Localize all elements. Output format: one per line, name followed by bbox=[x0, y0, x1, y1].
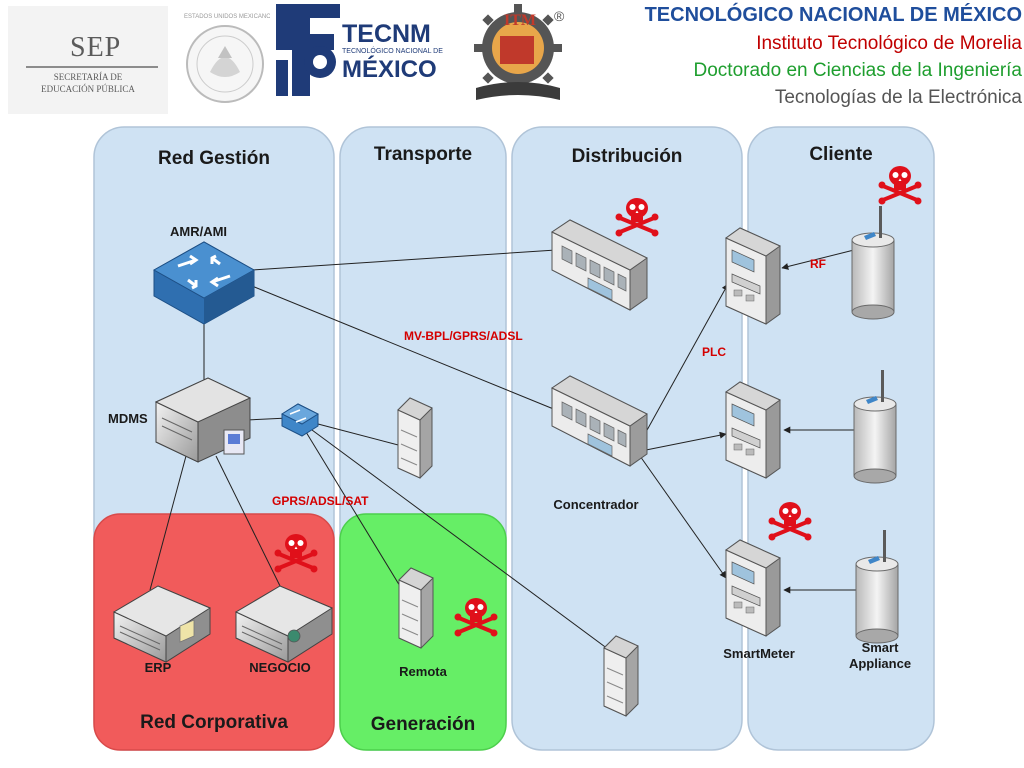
link-label-plc: PLC bbox=[702, 345, 726, 359]
tecnm-emblem-icon bbox=[276, 4, 340, 96]
tecnm-logo-country: MÉXICO bbox=[342, 56, 437, 83]
transport-remote-unit bbox=[397, 397, 433, 479]
switch-small-arrows-icon bbox=[289, 409, 307, 423]
sep-logo-title: SEP bbox=[70, 32, 122, 63]
sep-logo-rule bbox=[26, 66, 158, 68]
distribution-remote-unit bbox=[603, 635, 639, 717]
institution-name: TECNOLÓGICO NACIONAL DE MÉXICO bbox=[644, 4, 1022, 26]
link-switch-distribution-remote bbox=[311, 429, 613, 653]
label-remota: Remota bbox=[399, 664, 447, 679]
label-concentrador: Concentrador bbox=[553, 497, 638, 512]
header-banner: SEP SECRETARÍA DE EDUCACIÓN PÚBLICA ESTA… bbox=[0, 0, 1024, 118]
label-negocio: NEGOCIO bbox=[249, 660, 310, 675]
remota-unit bbox=[398, 567, 434, 649]
erp-server bbox=[113, 585, 211, 663]
lane-title-red-corporativa: Red Corporativa bbox=[140, 712, 288, 733]
seal-icon bbox=[186, 25, 264, 103]
itm-mark: ITM bbox=[504, 12, 536, 29]
lane-title-cliente: Cliente bbox=[809, 144, 872, 165]
mdms-server bbox=[154, 377, 252, 463]
program-name: Doctorado en Ciencias de la Ingeniería bbox=[693, 60, 1022, 81]
connection-lines bbox=[149, 249, 856, 653]
link-switch-remote-transport bbox=[317, 423, 403, 447]
meter-middle bbox=[725, 381, 781, 479]
label-smart-appliance-line2: Appliance bbox=[849, 656, 911, 671]
meter-top bbox=[725, 227, 781, 325]
link-amr-concentrator-main bbox=[251, 285, 557, 411]
seal-ring-text: ESTADOS UNIDOS MEXICANOS bbox=[184, 14, 275, 20]
link-mdms-erp bbox=[149, 455, 187, 591]
itm-registered-mark: ® bbox=[554, 8, 565, 24]
institute-name: Instituto Tecnológico de Morelia bbox=[756, 33, 1022, 54]
mexico-seal-logo: ESTADOS UNIDOS MEXICANOS bbox=[180, 12, 275, 108]
lane-title-generacion: Generación bbox=[371, 714, 476, 735]
link-concentrator-meter-top bbox=[645, 283, 729, 433]
tecnm-logo-small: TECNOLÓGICO NACIONAL DE bbox=[342, 48, 443, 55]
link-label-gprs: GPRS/ADSL/SAT bbox=[272, 494, 369, 508]
itm-logo: ITM bbox=[468, 2, 572, 110]
switch-arrows-icon bbox=[177, 254, 231, 290]
sep-logo-subtitle-1: SECRETARÍA DE bbox=[53, 72, 123, 82]
link-amr-concentrator-top bbox=[251, 249, 557, 271]
area-name: Tecnologías de la Electrónica bbox=[774, 87, 1022, 108]
label-amr-ami: AMR/AMI bbox=[170, 224, 227, 239]
label-erp: ERP bbox=[145, 660, 172, 675]
tecnm-logo: TECNM TECNOLÓGICO NACIONAL DE MÉXICO bbox=[270, 0, 456, 100]
lane-title-red-gestion: Red Gestión bbox=[158, 148, 270, 169]
link-label-rf: RF bbox=[810, 257, 826, 271]
link-appliance-meter-top bbox=[781, 249, 855, 270]
amr-ami-switch bbox=[152, 241, 256, 325]
tecnm-logo-big: TECNM bbox=[342, 20, 431, 48]
sep-logo: SEP SECRETARÍA DE EDUCACIÓN PÚBLICA bbox=[8, 6, 168, 114]
lane-title-distribucion: Distribución bbox=[572, 146, 683, 167]
link-label-mv-bpl: MV-BPL/GPRS/ADSL bbox=[404, 329, 523, 343]
itm-gear-icon bbox=[474, 4, 562, 100]
label-mdms: MDMS bbox=[108, 411, 148, 426]
lane-title-transporte: Transporte bbox=[374, 144, 472, 165]
label-smart-appliance-line1: Smart bbox=[862, 640, 900, 655]
sep-logo-subtitle-2: EDUCACIÓN PÚBLICA bbox=[41, 84, 135, 94]
link-concentrator-meter-mid bbox=[645, 431, 727, 451]
link-concentrator-meter-bottom bbox=[639, 455, 727, 579]
label-smartmeter: SmartMeter bbox=[723, 646, 795, 661]
link-mdms-negocio bbox=[215, 455, 283, 591]
link-switch-remota bbox=[305, 431, 407, 597]
negocio-server bbox=[235, 585, 333, 663]
meter-bottom bbox=[725, 539, 781, 637]
link-mdms-switch bbox=[245, 417, 289, 421]
transport-switch bbox=[280, 403, 320, 437]
